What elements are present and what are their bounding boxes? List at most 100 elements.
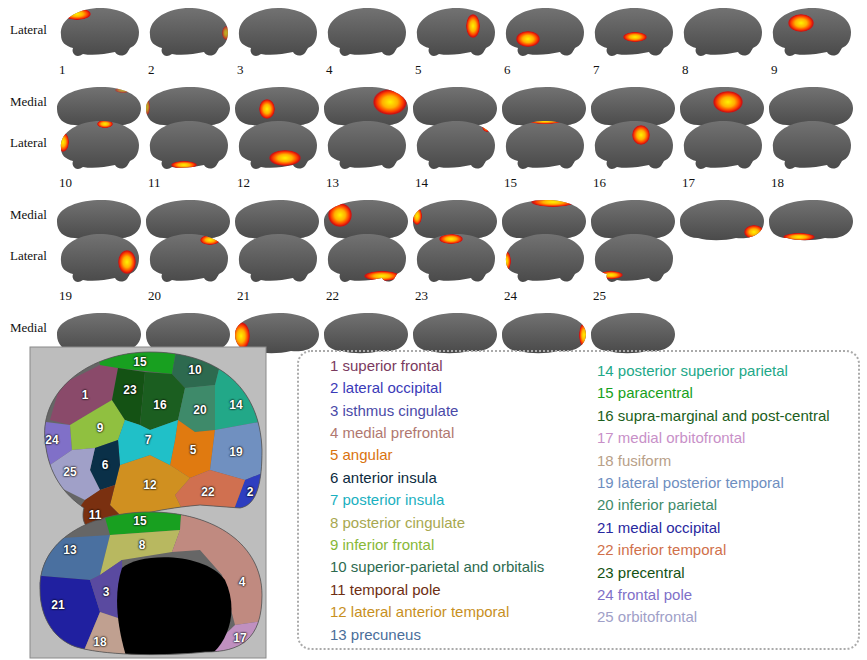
map-number: 10	[59, 175, 72, 191]
legend-entry: 25 orbitofrontal	[597, 606, 855, 628]
region-number: 16	[153, 398, 166, 412]
view-label: Lateral	[10, 22, 47, 38]
legend-text: 16 supra-marginal and post-central	[597, 407, 830, 424]
legend-entry: 3 isthmus cingulate	[330, 400, 592, 422]
map-number: 8	[682, 62, 689, 78]
map-number: 16	[593, 175, 606, 191]
region-number: 7	[145, 433, 152, 447]
legend-text: 14 posterior superior parietal	[597, 362, 788, 379]
legend-entry: 14 posterior superior parietal	[597, 360, 855, 382]
legend-text: 19 lateral posterior temporal	[597, 474, 784, 491]
region-number: 5	[190, 443, 197, 457]
legend-text: 10 superior-parietal and orbitalis	[330, 558, 544, 575]
legend-text: 13 precuneus	[330, 626, 421, 643]
map-number: 22	[326, 288, 339, 304]
region-number: 8	[139, 538, 146, 552]
map-number: 24	[504, 288, 517, 304]
legend-entry: 21 medial occipital	[597, 517, 855, 539]
legend-entry: 22 inferior temporal	[597, 539, 855, 561]
view-label: Medial	[10, 207, 47, 223]
legend-text: 11 temporal pole	[330, 581, 441, 598]
legend-text: 22 inferior temporal	[597, 541, 726, 558]
map-number: 25	[593, 288, 606, 304]
region-number: 3	[103, 585, 110, 599]
legend-entry: 12 lateral anterior temporal	[330, 601, 592, 623]
legend-text: 15 paracentral	[597, 384, 693, 401]
map-number: 11	[148, 175, 161, 191]
legend-entry: 8 posterior cingulate	[330, 512, 592, 534]
map-number: 2	[148, 62, 155, 78]
legend-text: 20 inferior parietal	[597, 496, 717, 513]
view-label: Lateral	[10, 135, 47, 151]
legend-text: 3 isthmus cingulate	[330, 402, 458, 419]
region-number: 22	[201, 485, 214, 499]
map-number: 17	[682, 175, 695, 191]
region-number: 10	[188, 363, 201, 377]
legend-text: 7 posterior insula	[330, 491, 444, 508]
region-number: 2	[247, 485, 254, 499]
map-number: 15	[504, 175, 517, 191]
map-number: 13	[326, 175, 339, 191]
legend-text: 4 medial prefrontal	[330, 424, 454, 441]
legend-entry: 7 posterior insula	[330, 489, 592, 511]
legend-entry: 15 paracentral	[597, 382, 855, 404]
legend-entry: 6 anterior insula	[330, 467, 592, 489]
region-number: 12	[143, 478, 156, 492]
legend-text: 25 orbitofrontal	[597, 608, 697, 625]
map-number: 5	[415, 62, 422, 78]
region-number: 21	[51, 598, 64, 612]
map-number: 14	[415, 175, 428, 191]
legend-text: 17 medial orbitofrontal	[597, 429, 745, 446]
legend-text: 12 lateral anterior temporal	[330, 603, 509, 620]
legend-entry: 20 inferior parietal	[597, 494, 855, 516]
region-number: 13	[63, 543, 76, 557]
legend-text: 21 medial occipital	[597, 519, 720, 536]
map-number: 23	[415, 288, 428, 304]
view-label: Medial	[10, 320, 47, 336]
legend-column: 1 superior frontal 2 lateral occipital 3 i…	[330, 355, 592, 646]
legend-entry: 11 temporal pole	[330, 579, 592, 601]
legend-entry: 1 superior frontal	[330, 355, 592, 377]
legend-text: 1 superior frontal	[330, 357, 443, 374]
map-number: 3	[237, 62, 244, 78]
legend-entry: 16 supra-marginal and post-central	[597, 405, 855, 427]
region-number: 20	[193, 403, 206, 417]
view-label: Lateral	[10, 248, 47, 264]
legend-entry: 18 fusiform	[597, 450, 855, 472]
legend-text: 24 frontal pole	[597, 586, 692, 603]
legend-text: 23 precentral	[597, 564, 685, 581]
view-label: Medial	[10, 94, 47, 110]
region-number: 4	[239, 575, 246, 589]
region-number: 19	[229, 445, 242, 459]
legend-entry: 23 precentral	[597, 562, 855, 584]
region-number: 23	[123, 383, 136, 397]
legend-entry: 17 medial orbitofrontal	[597, 427, 855, 449]
legend-text: 2 lateral occipital	[330, 379, 442, 396]
region-number: 1	[82, 388, 89, 402]
region-number: 11	[89, 508, 102, 522]
legend-text: 6 anterior insula	[330, 469, 437, 486]
region-number: 9	[97, 421, 104, 435]
map-number: 9	[771, 62, 778, 78]
region-number: 25	[63, 465, 76, 479]
region-number: 24	[45, 433, 58, 447]
map-number: 7	[593, 62, 600, 78]
region-number: 6	[102, 458, 109, 472]
legend-entry: 19 lateral posterior temporal	[597, 472, 855, 494]
map-number: 19	[59, 288, 72, 304]
region-number: 17	[233, 631, 246, 645]
legend-entry: 9 inferior frontal	[330, 534, 592, 556]
legend-text: 5 angular	[330, 446, 393, 463]
legend-entry: 24 frontal pole	[597, 584, 855, 606]
legend-entry: 13 precuneus	[330, 624, 592, 646]
map-number: 21	[237, 288, 250, 304]
region-number: 18	[93, 635, 106, 649]
map-number: 1	[59, 62, 66, 78]
map-number: 18	[771, 175, 784, 191]
legend-entry: 4 medial prefrontal	[330, 422, 592, 444]
region-number: 15	[133, 355, 146, 369]
legend-entry: 5 angular	[330, 444, 592, 466]
legend-text: 8 posterior cingulate	[330, 514, 465, 531]
map-number: 6	[504, 62, 511, 78]
